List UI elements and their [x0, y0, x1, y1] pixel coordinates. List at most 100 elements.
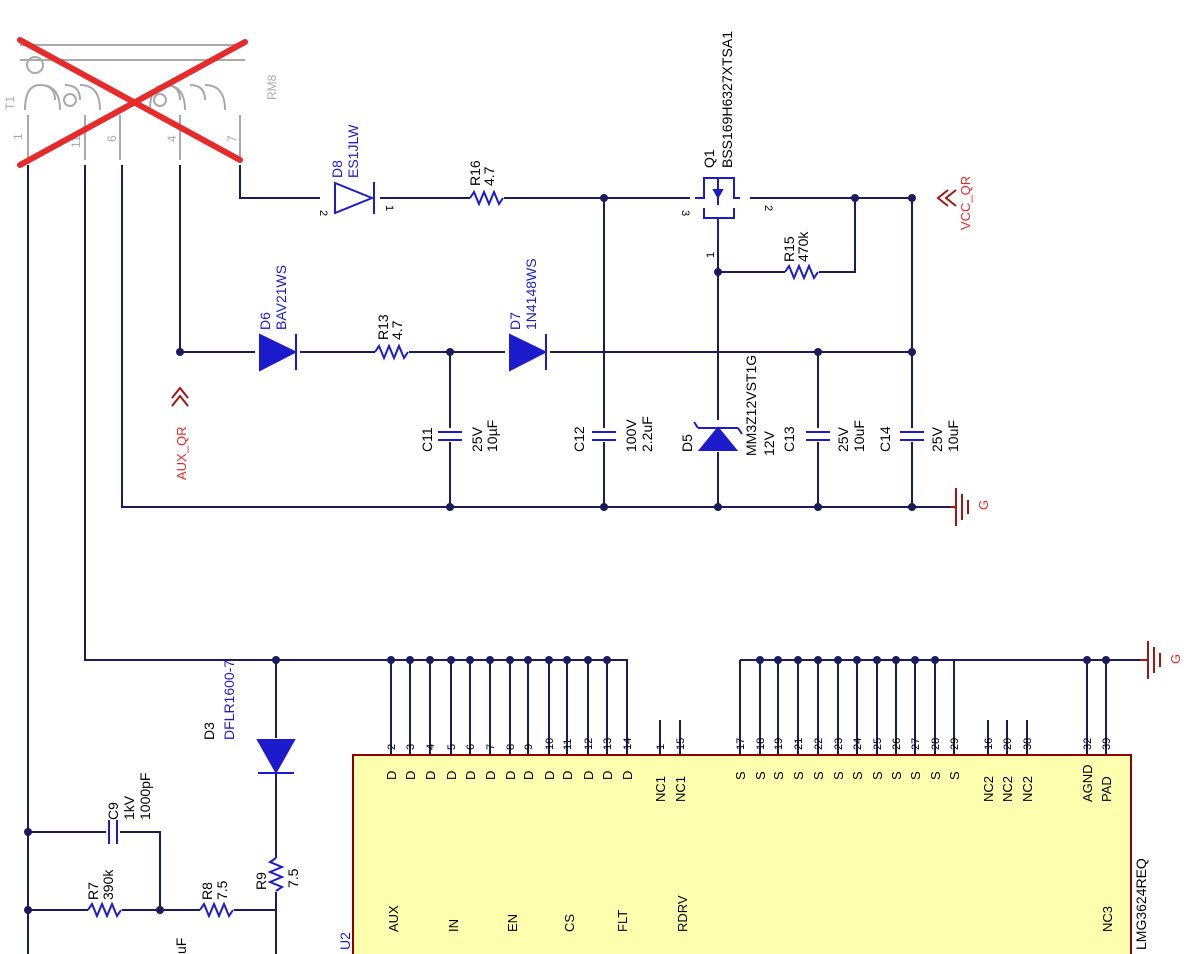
ic-pin-number: 12	[583, 738, 595, 750]
ic-pin-number: 29	[949, 738, 961, 750]
ic-pin-number: 38	[1022, 738, 1034, 750]
transformer-pin-6: 6	[105, 135, 119, 142]
transformer-t1: T1 RM8 1 11 6 4 7	[3, 44, 279, 160]
diode-d7: D7 1N4148WS	[505, 258, 550, 372]
r8-value: 7.5	[214, 880, 230, 900]
ic-pin-number: 21	[793, 738, 805, 750]
r7-ref: R7	[85, 882, 101, 900]
ic-pin-number: 26	[891, 738, 903, 750]
capacitor-c14: C14 25V 10uF	[877, 420, 961, 452]
ic-pin-name: S	[753, 771, 768, 780]
ic-pin-name: NC1	[653, 776, 668, 802]
q1-pin-g: 1	[705, 252, 717, 258]
capacitor-c12: C12 100V 2.2uF	[571, 416, 655, 452]
d6-part: BAV21WS	[273, 265, 289, 330]
c9-ref: C9	[105, 802, 121, 820]
ic-pin-name: NC2	[1020, 776, 1035, 802]
ic-top-pins: 2D3D4D5D6D7D8D9D10D11D12D13D14D1NC115NC1…	[384, 738, 1114, 802]
ic-pin-name: D	[503, 771, 518, 780]
transformer-pin-4: 4	[165, 135, 179, 142]
ic-pin-number: 13	[602, 738, 614, 750]
ic-bottom-pin-name: FLT	[615, 910, 630, 932]
c13-value: 10uF	[851, 420, 867, 452]
ic-pin-name: NC2	[981, 776, 996, 802]
r7-value: 390k	[100, 869, 116, 900]
net-aux-qr: AUX_QR	[171, 386, 189, 480]
gnd2-label: G	[1168, 654, 1183, 664]
d8-ref: D8	[329, 160, 345, 178]
c11-value: 10µF	[484, 420, 500, 452]
resistor-r8: R8 7.5	[199, 880, 234, 919]
r15-value: 470k	[795, 231, 811, 262]
ic-pin-number: 5	[446, 744, 458, 750]
ic-pin-number: 9	[523, 744, 535, 750]
ic-pin-name: S	[791, 771, 806, 780]
c12-voltage: 100V	[623, 419, 639, 452]
d5-value: 12V	[761, 430, 777, 456]
ic-u2: U2 LMG3624REQ	[337, 754, 1149, 954]
ic-bottom-pin-name: NC3	[1100, 906, 1115, 932]
q1-part: BSS169H6327XTSA1	[719, 31, 735, 168]
junction-dots	[24, 194, 1110, 914]
d5-ref: D5	[679, 434, 695, 452]
diode-d6: D6 BAV21WS	[255, 265, 300, 372]
ic-pin-number: 3	[405, 744, 417, 750]
ic-pin-number: 15	[675, 738, 687, 750]
c9-voltage: 1kV	[121, 795, 137, 820]
r16-value: 4.7	[481, 166, 497, 186]
resistor-r9: R9 7.5	[253, 857, 301, 892]
resistor-r16: R16 4.7	[467, 160, 504, 207]
diode-d8: D8 ES1JLW 2 1	[317, 124, 395, 216]
ic-pin-number: 25	[872, 738, 884, 750]
ic-pin-name: D	[620, 771, 635, 780]
ic-pin-name: S	[928, 771, 943, 780]
net-vcc-qr: VCC_QR	[936, 176, 973, 230]
ic-pin-name: AGND	[1080, 764, 1095, 802]
ground-symbol-1: G	[950, 488, 991, 526]
partial-capacitor-label: uF	[173, 938, 189, 954]
ic-ref: U2	[337, 932, 353, 950]
resistor-r13: R13 4.7	[374, 314, 409, 361]
r8-ref: R8	[199, 882, 215, 900]
ic-pin-name: D	[444, 771, 459, 780]
ic-pin-number: 17	[735, 738, 747, 750]
ic-pin-number: 6	[465, 744, 477, 750]
c14-voltage: 25V	[929, 426, 945, 452]
ic-bottom-pin-name: RDRV	[675, 895, 690, 932]
ic-pin-number: 24	[852, 738, 864, 750]
ic-pin-number: 19	[773, 738, 785, 750]
ic-pin-number: 39	[1101, 738, 1113, 750]
ic-pin-number: 1	[655, 744, 667, 750]
ic-pin-name: S	[947, 771, 962, 780]
ic-pin-number: 14	[622, 738, 634, 750]
ic-pin-number: 11	[562, 739, 574, 750]
q1-ref: Q1	[701, 149, 717, 168]
transformer-ref: T1	[3, 96, 17, 110]
ic-pin-number: 32	[1082, 738, 1094, 750]
ic-pin-name: D	[600, 771, 615, 780]
q1-pin-d: 3	[679, 210, 691, 216]
c11-ref: C11	[419, 427, 435, 452]
ic-pin-number: 8	[505, 744, 517, 750]
ic-pin-name: D	[542, 771, 557, 780]
r15-ref: R15	[781, 236, 797, 262]
vcc-net-label: VCC_QR	[958, 176, 973, 230]
ic-pin-name: S	[771, 771, 786, 780]
ic-bottom-pin-name: AUX	[386, 905, 401, 932]
ic-pin-number: 23	[833, 738, 845, 750]
ic-pin-name: D	[581, 771, 596, 780]
ic-pin-name: D	[423, 771, 438, 780]
ic-body	[352, 754, 1132, 954]
c9-value: 1000pF	[137, 773, 153, 820]
ic-pin-name: D	[483, 771, 498, 780]
r16-ref: R16	[467, 160, 483, 186]
resistor-r7: R7 390k	[85, 869, 122, 919]
c12-value: 2.2uF	[639, 416, 655, 452]
ic-pin-name: S	[870, 771, 885, 780]
dnp-cross-mark	[17, 37, 248, 168]
c14-ref: C14	[877, 426, 893, 452]
d3-part: DFLR1600-7	[221, 660, 237, 740]
ic-pin-number: 10	[544, 738, 556, 750]
